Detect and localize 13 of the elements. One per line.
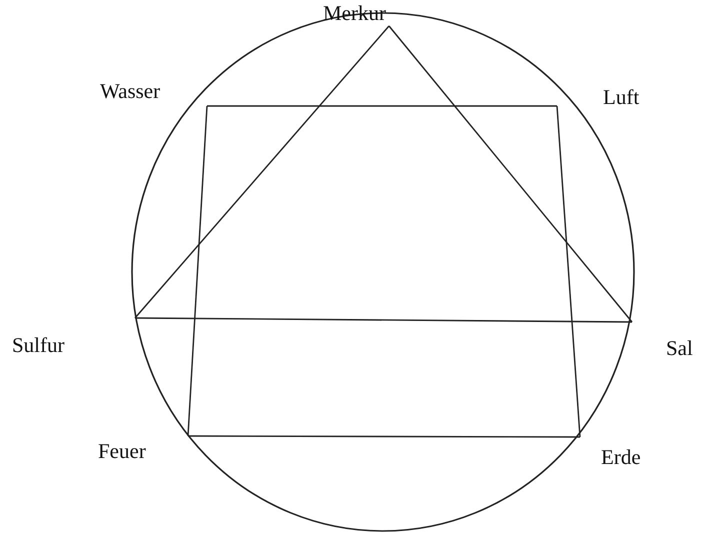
connecting-line	[556, 106, 581, 438]
node-label: Wasser	[100, 80, 160, 102]
connecting-line	[134, 26, 390, 318]
node-label: Luft	[603, 86, 640, 108]
node-label: Erde	[601, 446, 641, 468]
node-label: Sulfur	[12, 316, 137, 356]
connecting-line	[388, 26, 633, 322]
connecting-line	[187, 106, 208, 436]
node-label: Feuer	[98, 440, 146, 462]
node-label: Sal	[666, 337, 693, 359]
connecting-line	[188, 435, 580, 438]
connecting-line	[207, 105, 557, 107]
connecting-line	[135, 317, 632, 323]
